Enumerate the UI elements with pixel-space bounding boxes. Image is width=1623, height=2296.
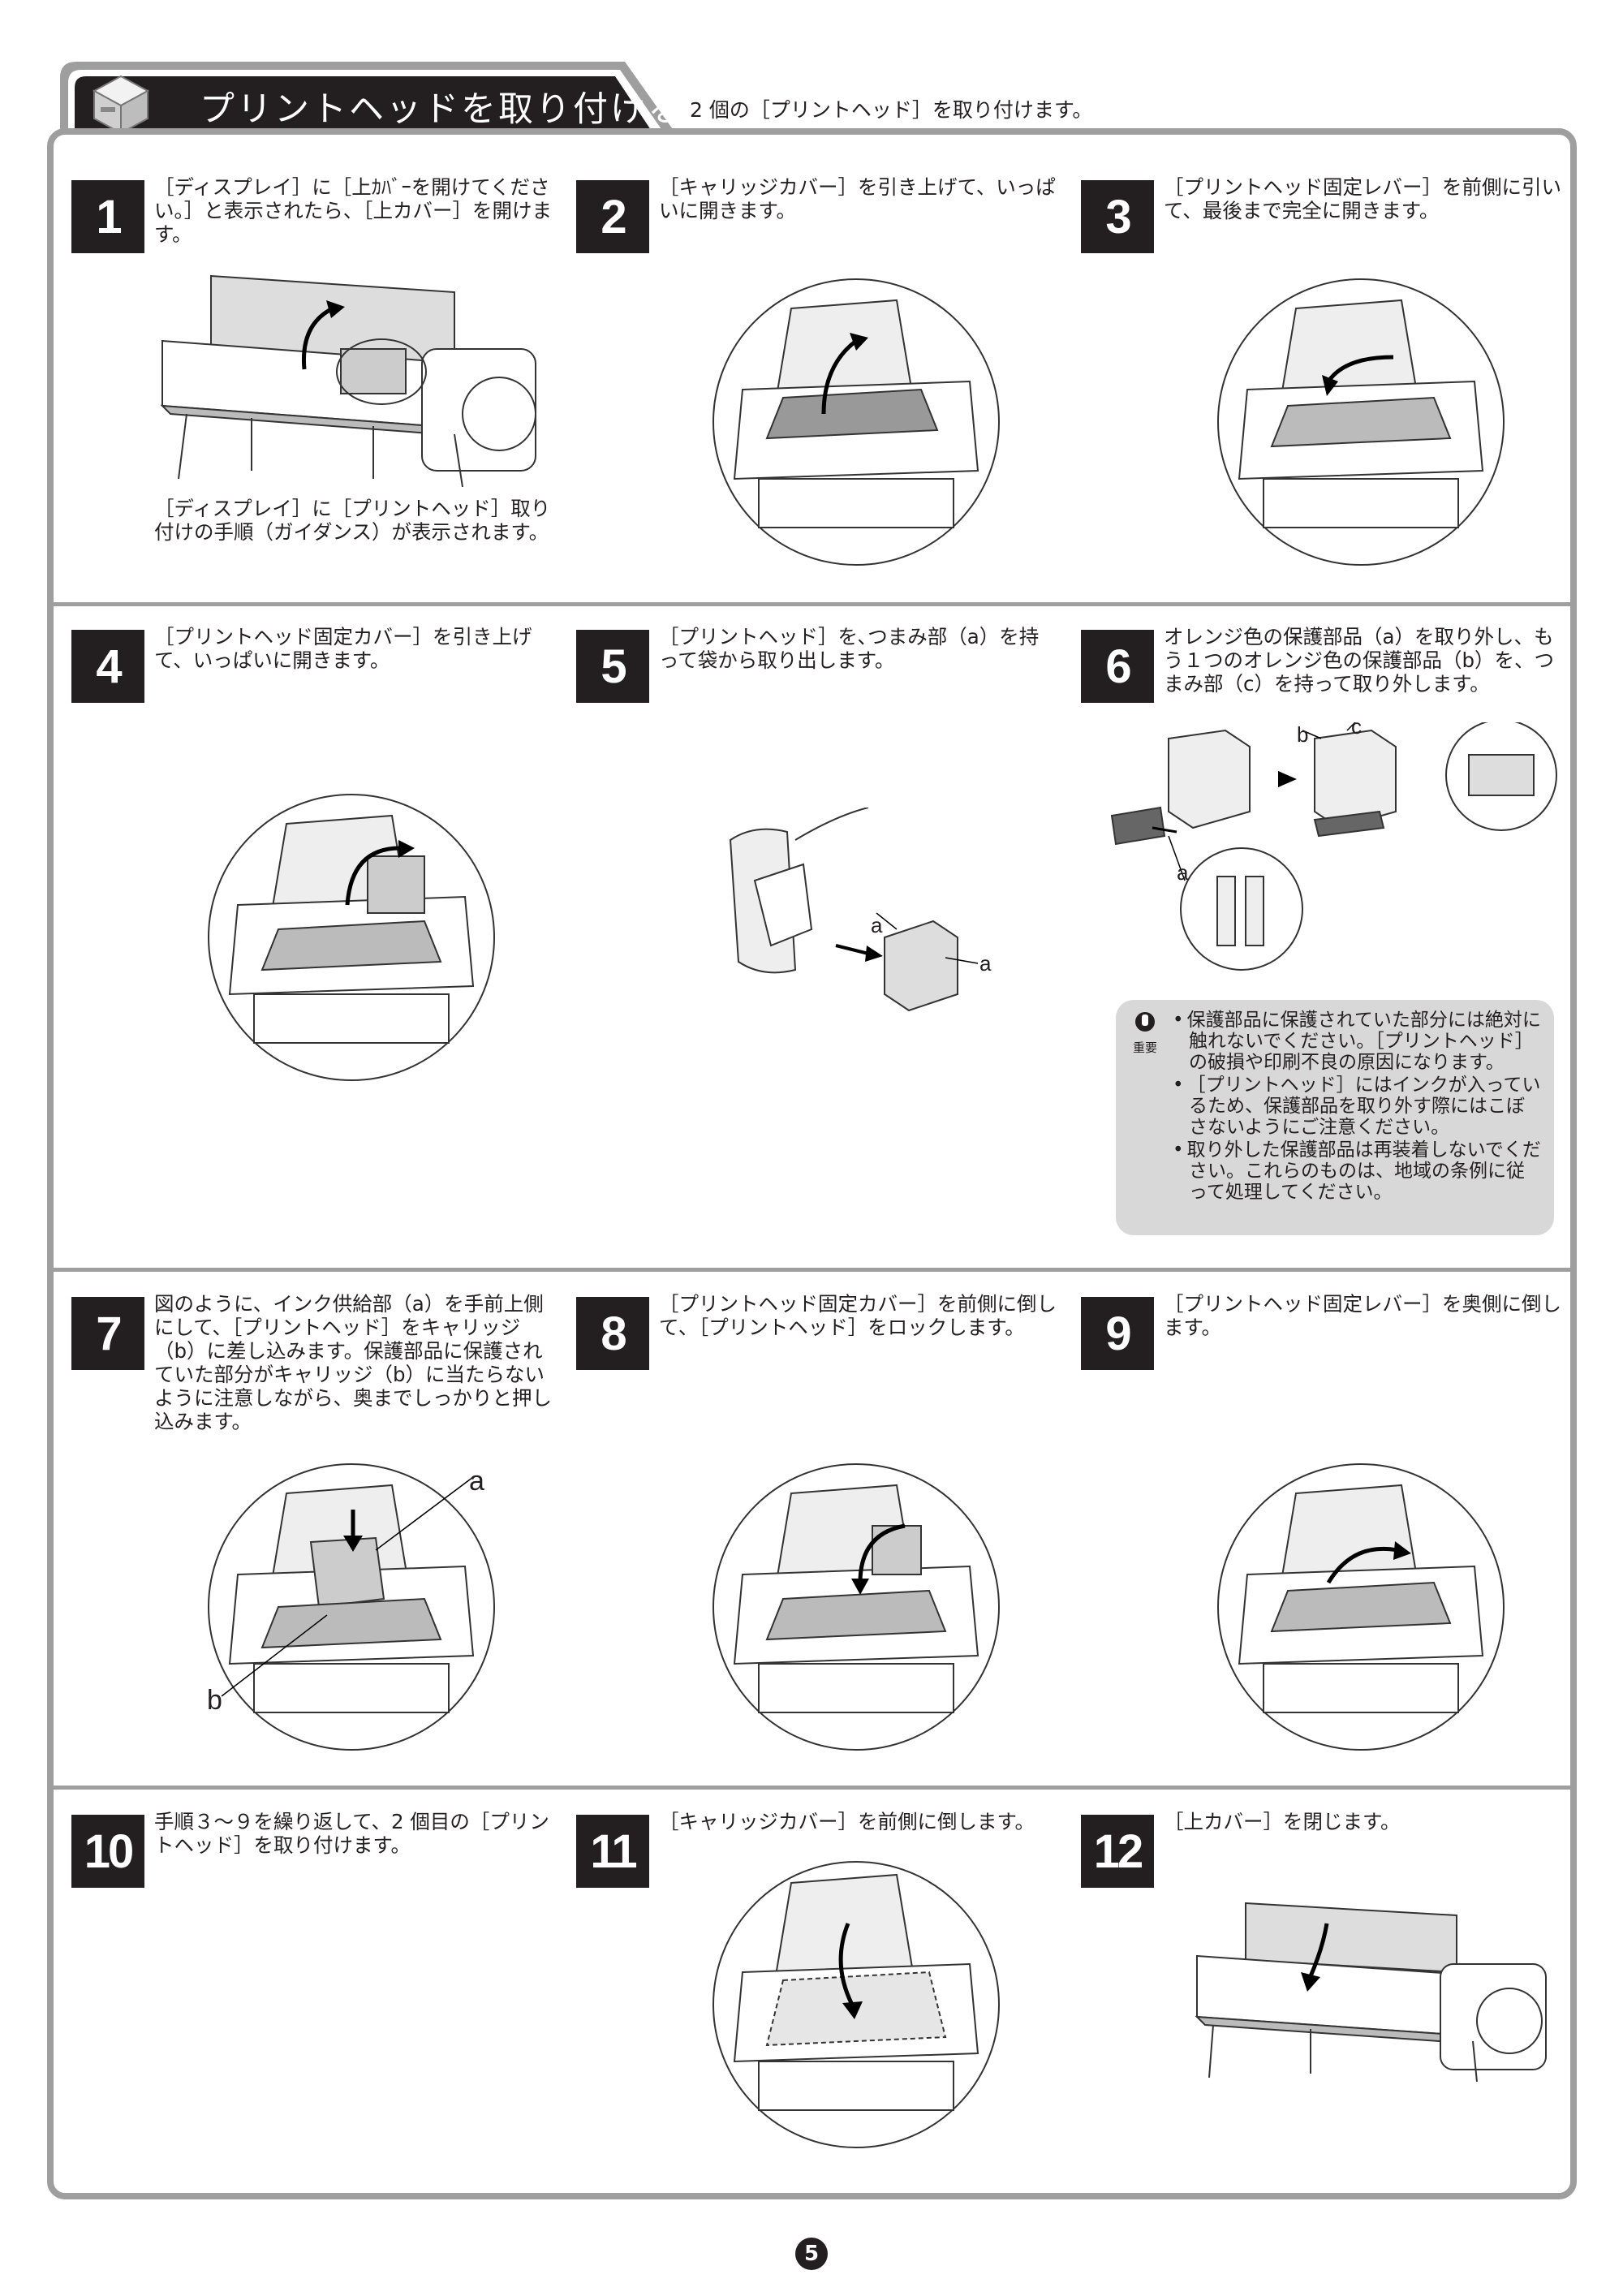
row-divider	[54, 1786, 1570, 1790]
step-number: 12	[1081, 1815, 1154, 1888]
step-number: 11	[576, 1815, 649, 1888]
step-text: ［プリントヘッド固定カバー］を前側に倒して､［プリントヘッド］をロックします。	[659, 1292, 1057, 1339]
label-a: a	[979, 951, 992, 976]
step-number: 6	[1081, 630, 1154, 703]
note-item: ［プリントヘッド］にはインクが入っているため、保護部品を取り外す際にはこぼさない…	[1173, 1075, 1542, 1138]
fixing-cover-open-illustration	[208, 794, 495, 1081]
step-text: ［プリントヘッド固定カバー］を引き上げて、いっぱいに開きます。	[154, 625, 532, 672]
step-number: 10	[71, 1815, 144, 1888]
label-b: b	[1297, 722, 1309, 747]
label-b: b	[207, 1685, 222, 1716]
step-number: 1	[71, 180, 144, 253]
page-number: 5	[795, 2238, 828, 2270]
step-number: 8	[576, 1297, 649, 1370]
step-text: ［プリントヘッド固定レバー］を前側に引いて、最後まで完全に開きます。	[1164, 175, 1561, 222]
step-number: 3	[1081, 180, 1154, 253]
label-c: c	[1351, 714, 1362, 739]
step-text: ［キャリッジカバー］を前側に倒します。	[659, 1810, 1035, 1833]
step-text: ［キャリッジカバー］を引き上げて、いっぱいに開きます。	[659, 175, 1056, 222]
step-text: ［ディスプレイ］に［上ｶﾊﾞｰを開けてください。］と表示されたら、［上カバー］を…	[154, 175, 552, 246]
carriage-cover-close-illustration	[712, 1861, 1000, 2148]
step-text: オレンジ色の保護部品（a）を取り外し、もう１つのオレンジ色の保護部品（b）を、つ…	[1164, 625, 1555, 696]
step-text: ［上カバー］を閉じます。	[1164, 1810, 1401, 1833]
important-label: 重要	[1132, 1040, 1157, 1055]
section-title: プリントヘッドを取り付ける	[200, 89, 685, 130]
section-description: 2 個の［プリントヘッド］を取り付けます。	[690, 98, 1093, 122]
important-icon: 重要	[1126, 1010, 1165, 1056]
label-a: a	[1177, 860, 1189, 885]
step-number: 5	[576, 630, 649, 703]
label-a: a	[469, 1466, 484, 1497]
hand-stop-icon	[1135, 1012, 1155, 1032]
step-number: 4	[71, 630, 144, 703]
lock-lever-open-illustration	[1217, 278, 1505, 566]
printhead-unpack-illustration	[729, 808, 979, 1012]
printer-open-cover-illustration	[160, 274, 536, 487]
step-number: 9	[1081, 1297, 1154, 1370]
note-item: 保護部品に保護されていた部分には絶対に触れないでください。［プリントヘッド］の破…	[1173, 1010, 1542, 1073]
step-text: 図のように、インク供給部（a）を手前上側にして、［プリントヘッド］をキャリッジ（…	[154, 1292, 552, 1433]
fixing-cover-close-illustration	[712, 1463, 1000, 1751]
carriage-cover-open-illustration	[712, 278, 1000, 566]
step-1-caption: ［ディスプレイ］に［プリントヘッド］取り付けの手順（ガイダンス）が表示されます。	[154, 497, 551, 544]
important-note-list: 保護部品に保護されていた部分には絶対に触れないでください。［プリントヘッド］の破…	[1173, 1010, 1542, 1204]
step-text: 手順３～９を繰り返して、2 個目の［プリントヘッド］を取り付けます。	[154, 1810, 549, 1857]
step-text: ［プリントヘッド固定レバー］を奥側に倒します。	[1164, 1292, 1561, 1339]
printhead-insert-illustration	[208, 1463, 495, 1751]
note-item: 取り外した保護部品は再装着しないでください。これらのものは、地域の条例に従って処…	[1173, 1139, 1542, 1203]
section-header-tab: プリントヘッドを取り付ける	[57, 58, 682, 140]
header-tab-shape	[60, 62, 680, 140]
row-divider	[54, 1268, 1570, 1272]
step-number: 2	[576, 180, 649, 253]
protective-parts-removal-illustration	[1110, 722, 1557, 971]
lock-lever-close-illustration	[1217, 1463, 1505, 1751]
important-note: 重要 保護部品に保護されていた部分には絶対に触れないでください。［プリントヘッド…	[1116, 1000, 1554, 1235]
printer-close-cover-illustration	[1195, 1902, 1547, 2083]
step-text: ［プリントヘッド］を､つまみ部（a）を持って袋から取り出します。	[659, 625, 1040, 672]
row-divider	[54, 602, 1570, 606]
label-a: a	[871, 913, 883, 937]
step-number: 7	[71, 1297, 144, 1370]
